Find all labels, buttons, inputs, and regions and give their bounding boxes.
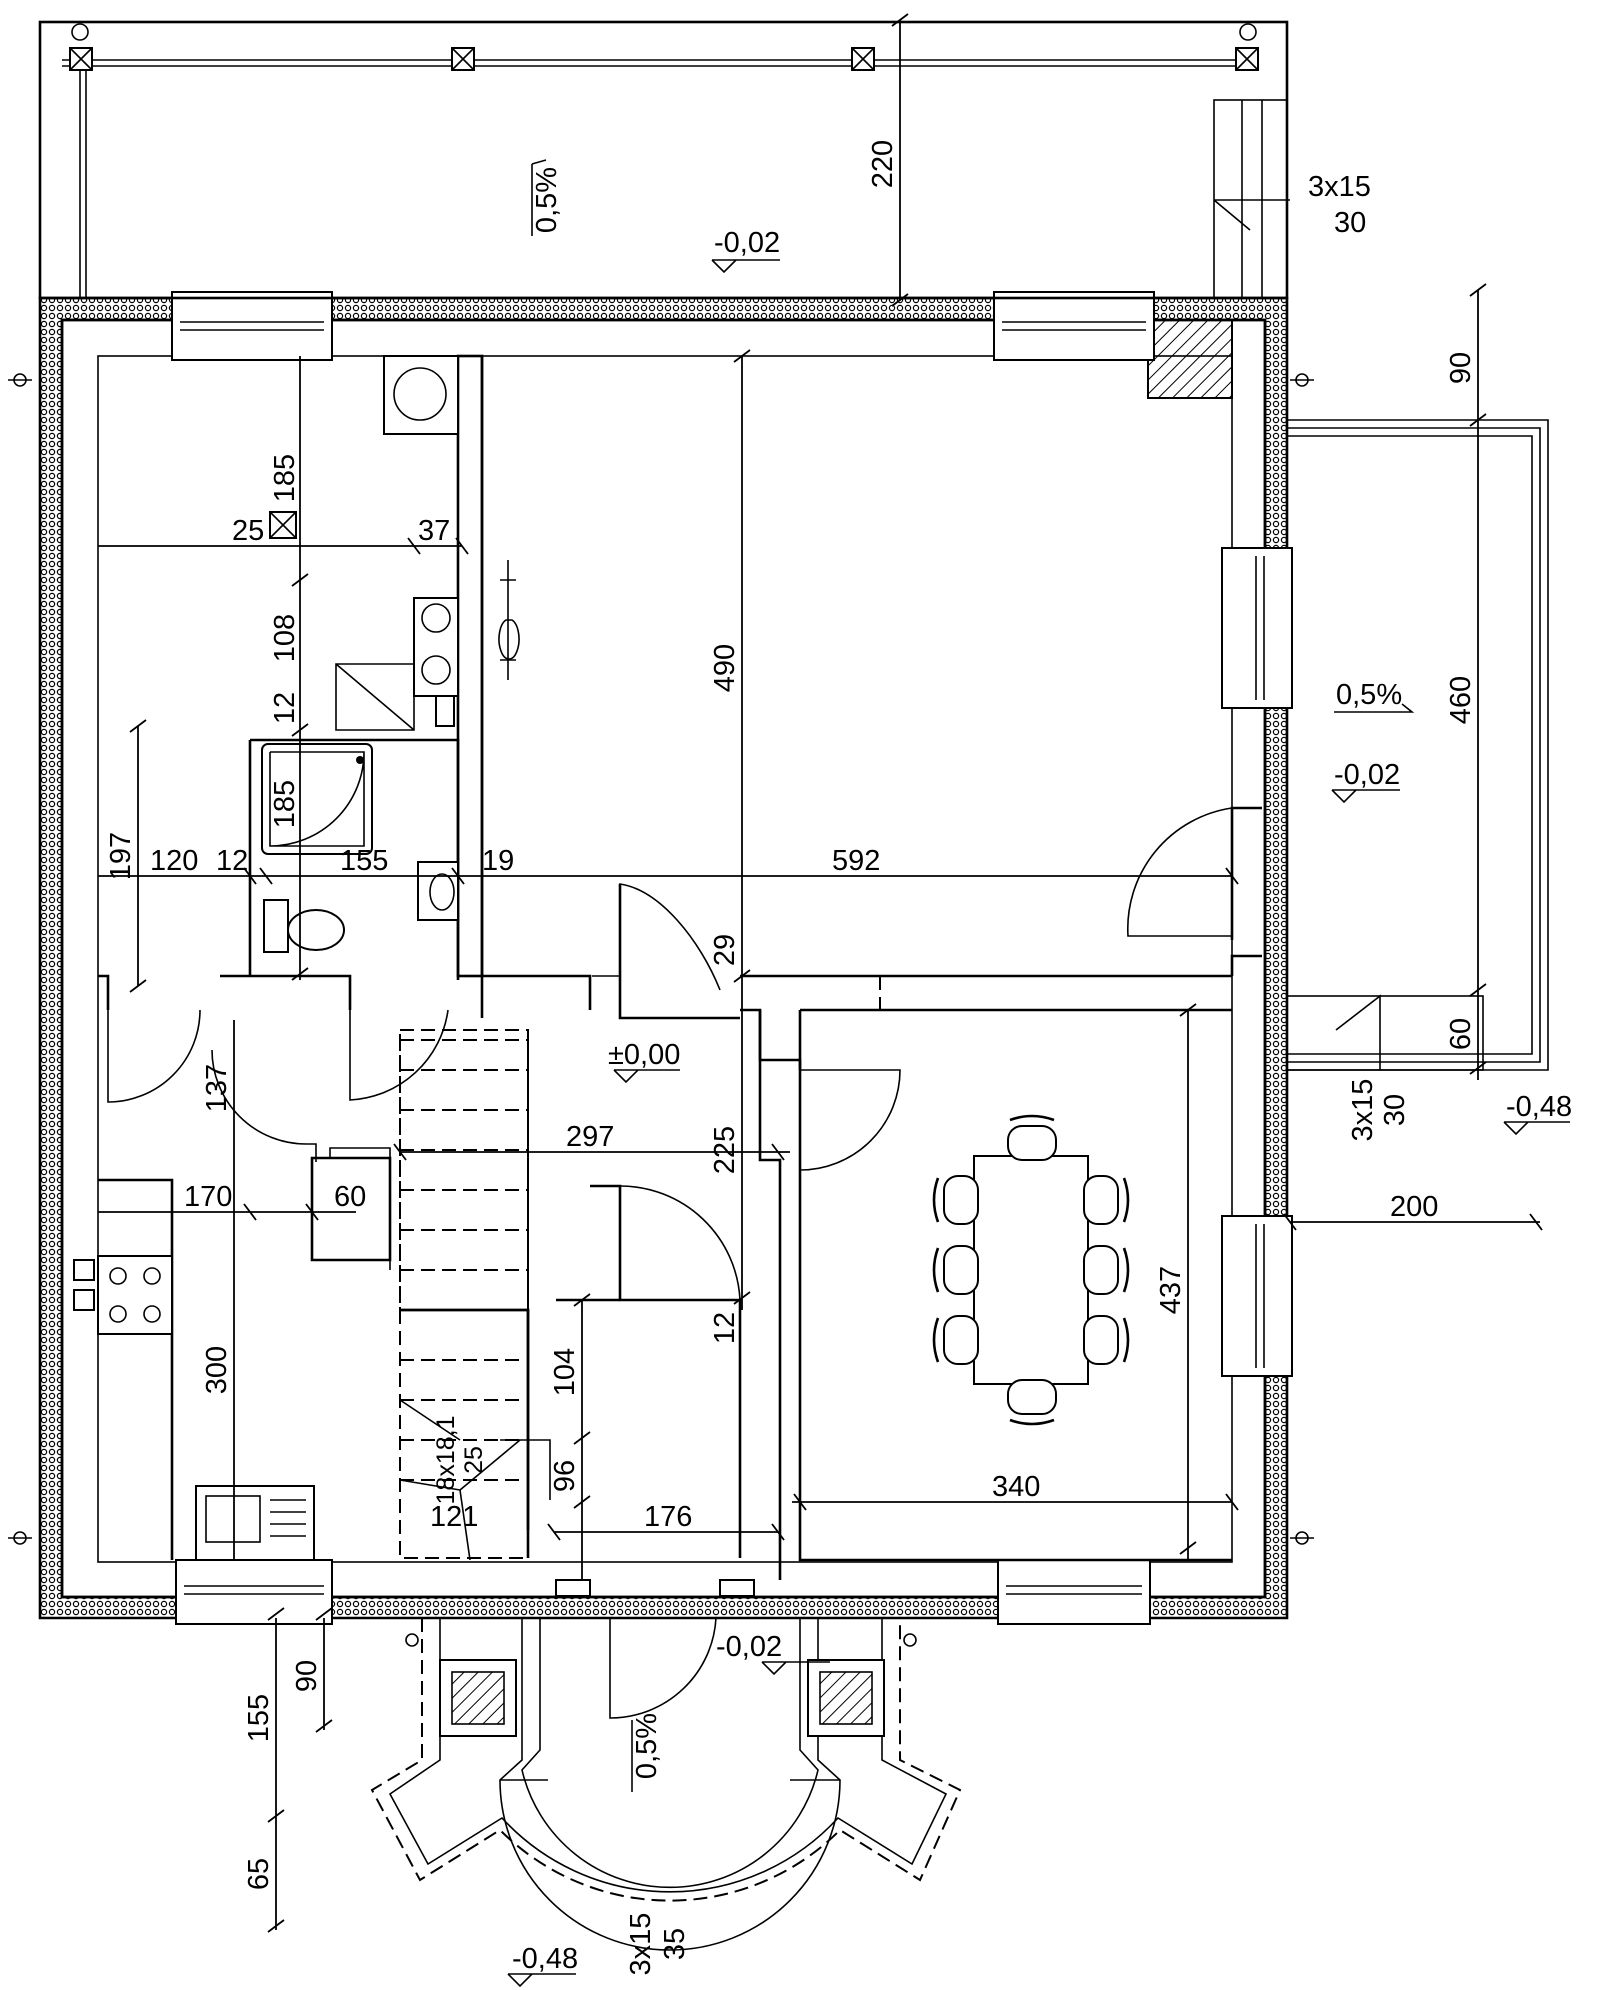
- dim-hall-225: 225: [709, 1126, 741, 1174]
- axis-markers: [8, 373, 1314, 1545]
- dim-stair-top-tread: 30: [1334, 207, 1366, 239]
- dim-stair-front: 3x15: [625, 1913, 657, 1976]
- dim-stair-96: 96: [549, 1460, 581, 1492]
- interior-stair: [399, 1029, 551, 1561]
- dim-stair-top: 3x15: [1308, 171, 1371, 203]
- dim-side-offset: 90: [1445, 352, 1477, 384]
- washer-dryer: [413, 597, 459, 727]
- slope-side: 0,5%: [1336, 679, 1402, 711]
- dim-19: 19: [482, 845, 514, 877]
- fixtures: [73, 355, 1130, 1561]
- dim-155: 155: [340, 845, 388, 877]
- level-markers: [507, 159, 1570, 1988]
- interior-walls: [98, 354, 1262, 1580]
- dim-dining-340: 340: [992, 1471, 1040, 1503]
- dim-120: 120: [150, 845, 198, 877]
- slope-labels: 0,5% 0,5% 0,5%: [531, 167, 1402, 1779]
- dim-porch-155: 155: [243, 1694, 275, 1742]
- dim-12: 12: [216, 845, 248, 877]
- dim-stair-right-tread: 30: [1379, 1094, 1411, 1126]
- dim-shower: 185: [269, 780, 301, 828]
- wardrobe-handle: [498, 560, 520, 680]
- dim-living-depth: 490: [709, 644, 741, 692]
- window-bottom-right: [997, 1559, 1151, 1625]
- dim-porch-65: 65: [243, 1858, 275, 1890]
- shower: [261, 743, 373, 855]
- dim-side-length: 460: [1445, 676, 1477, 724]
- exterior-walls: [38, 296, 1289, 1620]
- dim-29: 29: [709, 934, 741, 966]
- bathroom-sink: [417, 861, 459, 921]
- level-front-ground: -0,48: [512, 1943, 578, 1975]
- dimension-lines: [98, 13, 1543, 1933]
- shelf-box: [335, 663, 415, 731]
- dim-wall-37: 37: [418, 515, 450, 547]
- level-side-terrace: -0,02: [1334, 759, 1400, 791]
- level-floor: ±0,00: [608, 1039, 680, 1071]
- kitchen-sink: [195, 1485, 315, 1561]
- level-labels: -0,02 -0,02 -0,48 ±0,00 -0,02 -0,48: [512, 227, 1572, 1975]
- dining-table: [932, 1114, 1130, 1426]
- dim-stair-right: 3x15: [1347, 1079, 1379, 1142]
- window-bottom-left: [175, 1559, 333, 1625]
- level-entrance: -0,02: [716, 1631, 782, 1663]
- level-terrace: -0,02: [714, 227, 780, 259]
- dim-dining-437: 437: [1155, 1266, 1187, 1314]
- dim-stair-front-tread: 35: [659, 1928, 691, 1960]
- level-side-ground: -0,48: [1506, 1091, 1572, 1123]
- dim-bath-wall: 12: [269, 692, 301, 724]
- dim-bath-top: 185: [269, 454, 301, 502]
- dim-stair-steps-1: 18x18,1: [432, 1416, 460, 1505]
- window-top-right: [993, 291, 1155, 361]
- dim-bath-depth: 108: [269, 614, 301, 662]
- dim-stair-121: 121: [430, 1501, 478, 1533]
- window-right-upper: [1221, 547, 1293, 709]
- dim-hall-297: 297: [566, 1121, 614, 1153]
- boiler: [383, 355, 459, 435]
- dim-porch-90: 90: [291, 1660, 323, 1692]
- window-right-lower: [1221, 1215, 1293, 1377]
- doors: [107, 807, 1233, 1719]
- duct: [269, 511, 297, 539]
- dim-592: 592: [832, 845, 880, 877]
- slope-terrace: 0,5%: [531, 167, 563, 233]
- dim-side-step: 60: [1445, 1018, 1477, 1050]
- top-terrace: [38, 20, 1290, 300]
- stove: [73, 1255, 173, 1335]
- dim-duct: 25: [232, 515, 264, 547]
- toilet: [263, 899, 345, 953]
- dim-wall-12b: 12: [709, 1312, 741, 1344]
- dim-kitchen-60: 60: [334, 1181, 366, 1213]
- dimension-labels: 220 3x15 30 90 460 60 3x15 30 490 185 10…: [105, 140, 1477, 1976]
- dim-terrace-depth: 220: [867, 140, 899, 188]
- windows: [171, 291, 1293, 1625]
- dim-stair-176: 176: [644, 1501, 692, 1533]
- dim-kitchen-170: 170: [184, 1181, 232, 1213]
- slope-porch: 0,5%: [631, 1713, 663, 1779]
- dim-window-200: 200: [1390, 1191, 1438, 1223]
- dim-stair-steps-2: 25: [460, 1446, 488, 1474]
- front-porch: [370, 1579, 962, 1951]
- dim-stair-104: 104: [549, 1348, 581, 1396]
- window-top-left: [171, 291, 333, 361]
- terrace-steps: [1213, 99, 1290, 299]
- dim-kitchen-300: 300: [201, 1346, 233, 1394]
- side-terrace: [1286, 419, 1549, 1071]
- dim-room-197: 197: [105, 832, 137, 880]
- dim-door-137: 137: [201, 1064, 233, 1112]
